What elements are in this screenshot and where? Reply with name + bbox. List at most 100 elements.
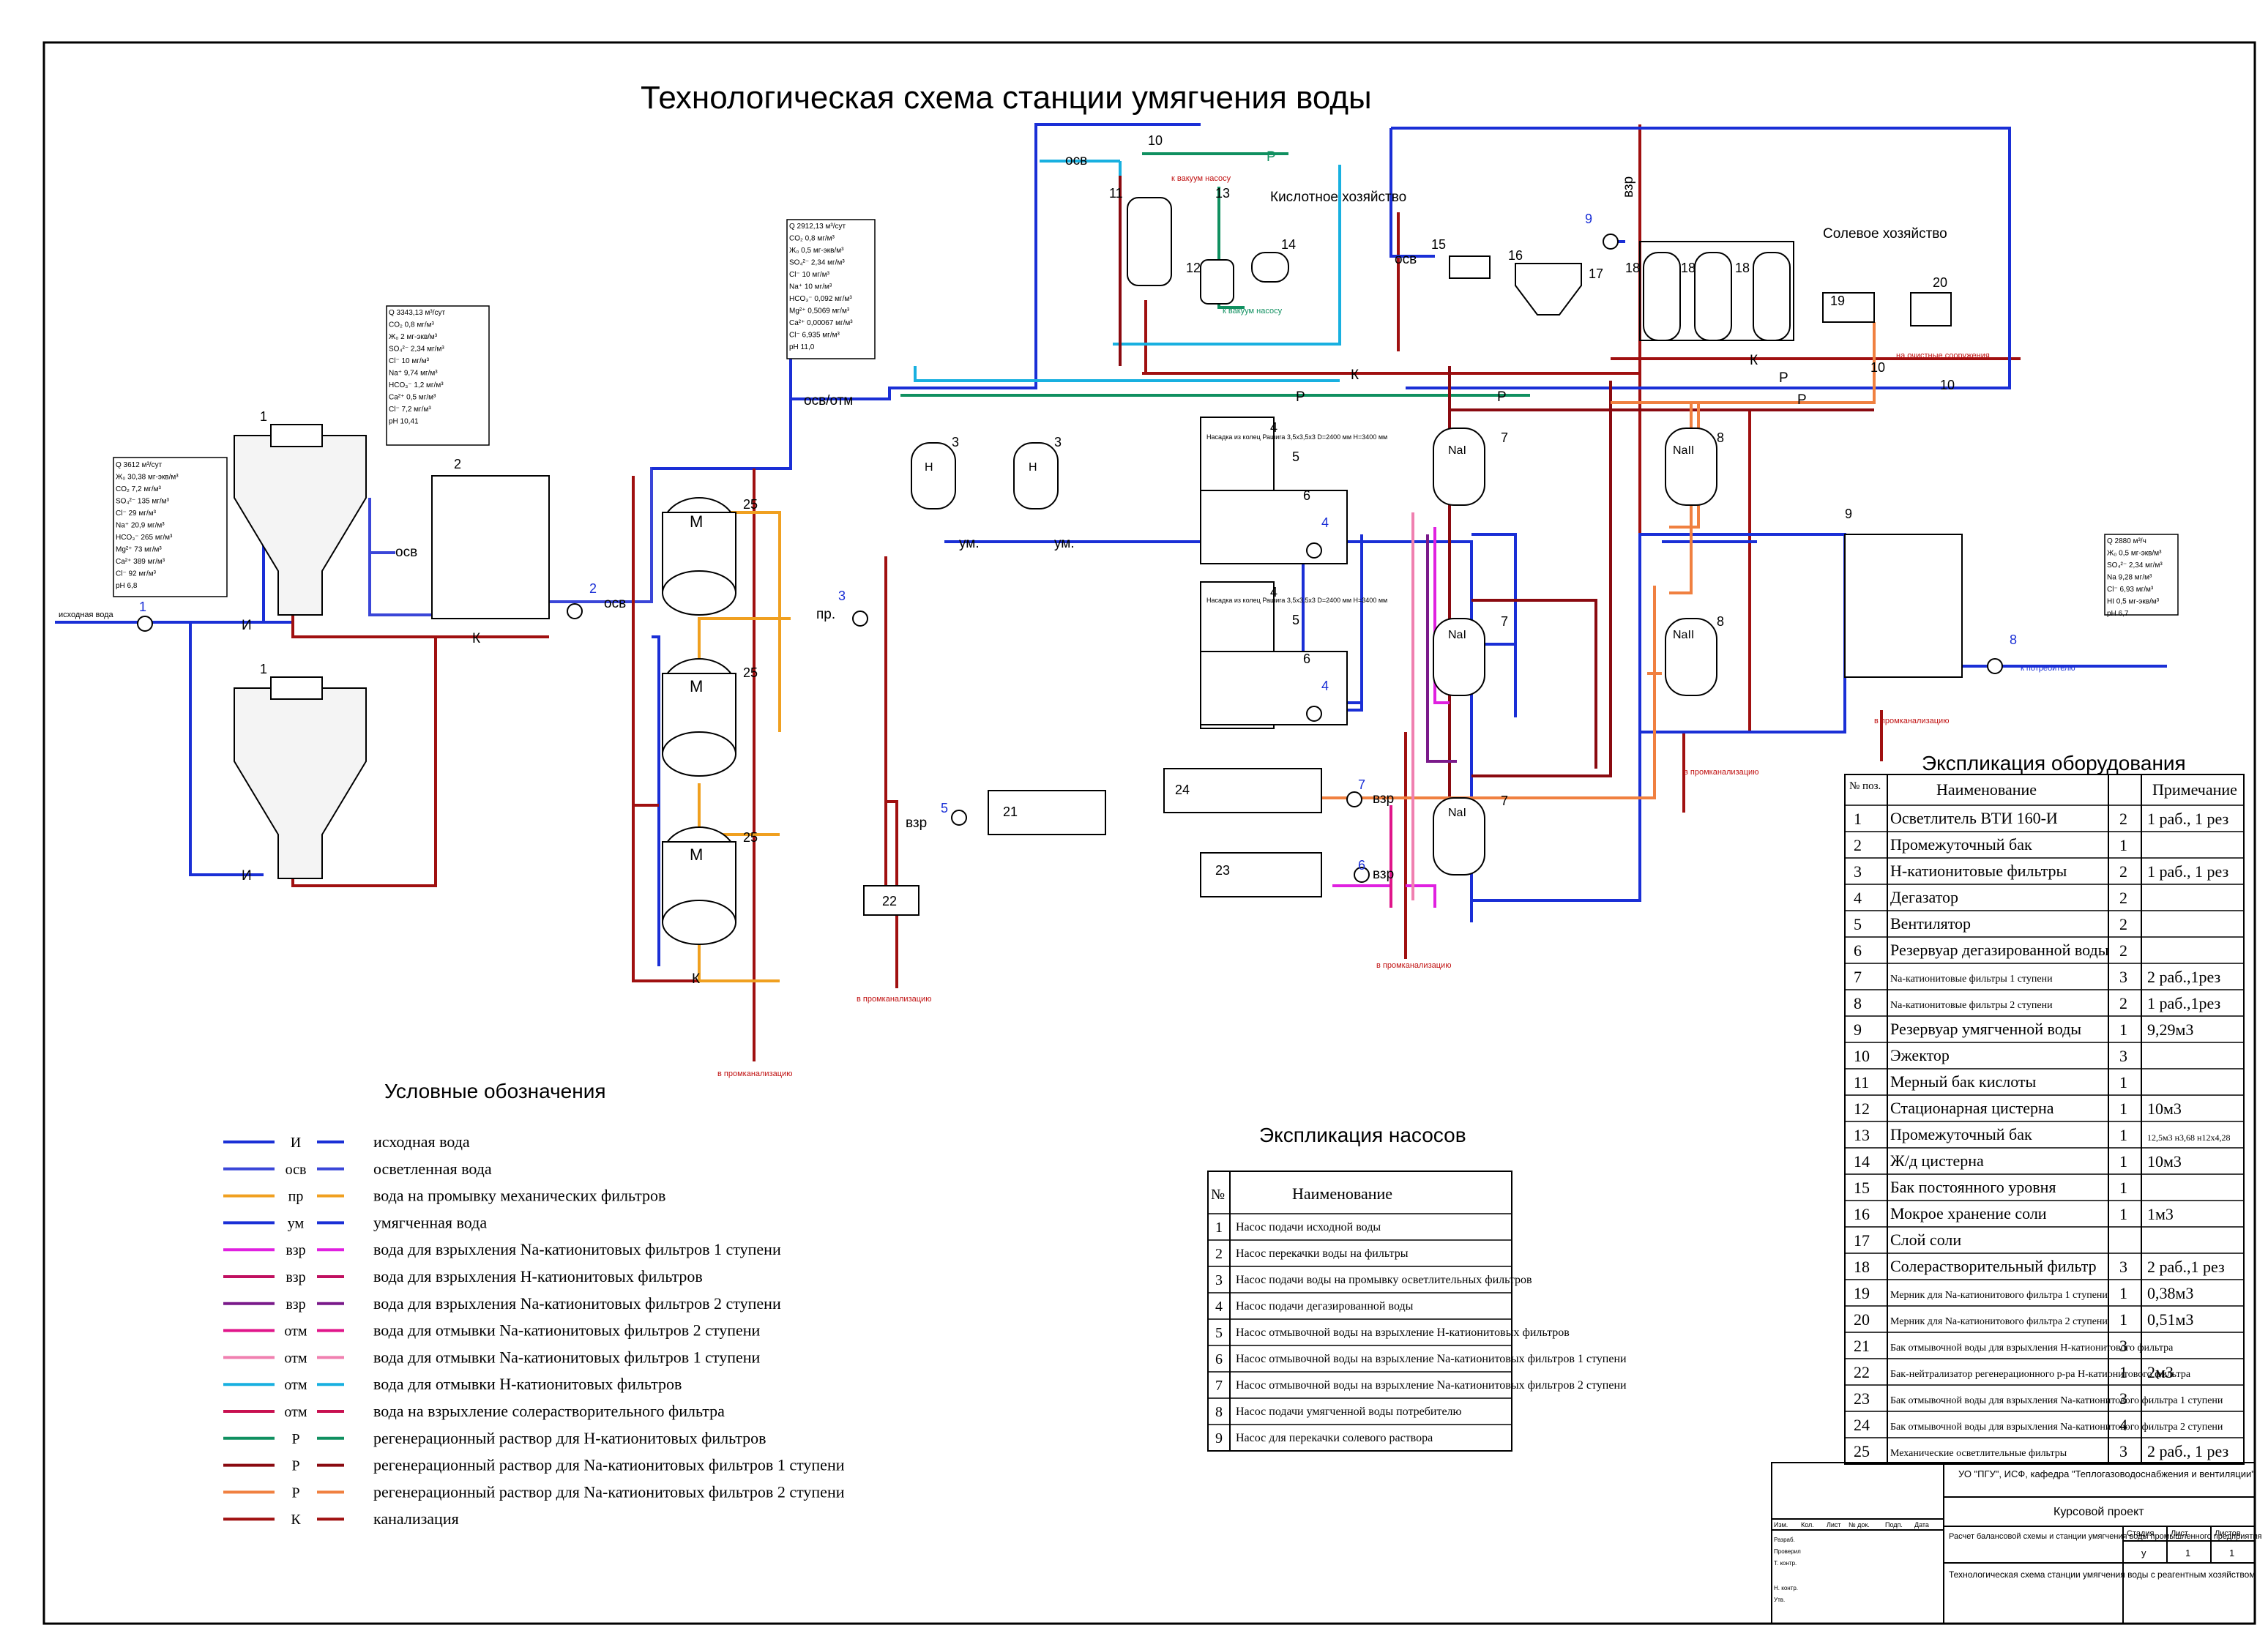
stamp-col-2: Кол. — [1801, 1521, 1814, 1528]
svg-text:20: 20 — [1933, 275, 1947, 290]
legend-label: вода на взрыхление солерастворительного … — [373, 1402, 725, 1420]
parameter-row: Q 3612 м³/сут — [116, 461, 163, 469]
legend-code-bg — [275, 1294, 317, 1313]
pumps-row-no: 7 — [1215, 1378, 1223, 1394]
position-numbers: 1 1 2 3 3 4 4 5 5 6 6 7 7 7 8 8 9 10 10 … — [260, 133, 1955, 908]
pumps-row-no: 8 — [1215, 1404, 1223, 1420]
eq-row-note: 0,38м3 — [2147, 1284, 2193, 1302]
eq-row-name: Солерастворительный фильтр — [1890, 1257, 2097, 1275]
svg-text:15: 15 — [1431, 237, 1446, 252]
eq-row-name: Бак-нейтрализатор регенерационного р-ра … — [1890, 1369, 2191, 1380]
parameter-row: pH 11,0 — [789, 343, 815, 351]
eq-row-name: Промежуточный бак — [1890, 1125, 2032, 1143]
eq-row-no: 9 — [1854, 1020, 1862, 1039]
svg-text:18: 18 — [1735, 261, 1750, 275]
eq-row-no: 1 — [1854, 810, 1862, 828]
eq-row-no: 16 — [1854, 1205, 1870, 1223]
eq-row-name: Слой соли — [1890, 1231, 1961, 1249]
eq-row-qty: 2 — [2119, 915, 2127, 933]
pumps-head-name: Наименование — [1292, 1184, 1392, 1203]
svg-text:4: 4 — [1270, 420, 1277, 435]
stamp-stage: у — [2141, 1548, 2146, 1558]
eq-row-no: 5 — [1854, 915, 1862, 933]
eq-row-no: 3 — [1854, 862, 1862, 881]
eq-row-qty: 1 — [2119, 1179, 2127, 1197]
pump-symbols — [137, 234, 2003, 883]
svg-text:6: 6 — [1303, 652, 1310, 666]
svg-text:2: 2 — [589, 581, 597, 596]
legend-code-bg — [275, 1187, 317, 1205]
svg-text:1: 1 — [139, 600, 146, 614]
stamp-sheet-title: Технологическая схема станции умягчения … — [1949, 1569, 2256, 1580]
eq-row-name: Ж/д цистерна — [1890, 1151, 1984, 1170]
eq-row-qty: 1 — [2119, 1100, 2127, 1118]
legend-code: Р — [291, 1458, 299, 1474]
legend-code-bg — [275, 1375, 317, 1394]
stamp-col-5: Подп. — [1885, 1521, 1903, 1528]
eq-row-qty: 3 — [2119, 1442, 2127, 1460]
eq-row-note: 9,29м3 — [2147, 1020, 2193, 1039]
to-treatment-label: на очистные сооружения — [1896, 351, 1990, 360]
svg-text:7: 7 — [1358, 777, 1365, 792]
drawing-title: Технологическая схема станции умягчения … — [641, 80, 1372, 116]
parameter-row: HCO₃⁻ 265 мг/м³ — [116, 534, 173, 542]
eq-row-no: 8 — [1854, 994, 1862, 1012]
svg-text:9: 9 — [1845, 507, 1852, 521]
pumps-row-no: 6 — [1215, 1351, 1223, 1367]
eq-row-qty: 2 — [2119, 810, 2127, 828]
eq-row-no: 15 — [1854, 1179, 1870, 1197]
sewer-label-3: в промканализацию — [1376, 961, 1451, 970]
r-label-4: Р — [1779, 370, 1788, 386]
parameter-row: pH 10,41 — [389, 418, 419, 426]
osv-label-4: осв — [1395, 252, 1417, 267]
pumps-row-no: 4 — [1215, 1299, 1223, 1315]
to-consumer-label: к потребителю — [2021, 664, 2075, 673]
parameter-row: Cl⁻ 29 мг/м³ — [116, 509, 157, 518]
eq-row-qty: 2 — [2119, 889, 2127, 907]
eq-row-qty: 1 — [2119, 1152, 2127, 1171]
osv-label-2: осв — [604, 596, 626, 611]
eq-row-no: 4 — [1854, 889, 1862, 907]
svg-text:10: 10 — [1940, 378, 1955, 392]
um-label-2: ум. — [1054, 536, 1075, 551]
legend-code-bg — [275, 1483, 317, 1501]
eq-row-name: Бак отмывочной воды для взрыхления Na-ка… — [1890, 1422, 2223, 1433]
legend-label: вода для взрыхления Na-катионитовых филь… — [373, 1294, 781, 1313]
legend-title: Условные обозначения — [384, 1080, 606, 1102]
eq-head-name: Наименование — [1936, 780, 2037, 799]
parameter-row: SO₄²⁻ 2,34 мг/м³ — [2107, 561, 2163, 570]
svg-text:25: 25 — [743, 497, 758, 512]
stamp-role-5: Утв. — [1774, 1597, 1785, 1603]
r-label-3: Р — [1497, 389, 1507, 405]
legend-code: отм — [284, 1377, 307, 1393]
svg-text:6: 6 — [1358, 858, 1365, 873]
stamp-col-4: № док. — [1849, 1521, 1870, 1528]
i-label-2: И — [242, 868, 252, 884]
k-label-4: К — [1750, 353, 1758, 368]
eq-row-no: 13 — [1854, 1126, 1870, 1144]
eq-row-qty: 3 — [2119, 1258, 2127, 1276]
svg-text:7: 7 — [1501, 614, 1508, 629]
legend-code-bg — [275, 1429, 317, 1447]
svg-text:2: 2 — [454, 457, 461, 471]
eq-row-qty: 3 — [2119, 1389, 2127, 1408]
pumps-row-name: Насос подачи воды на промывку осветлител… — [1236, 1274, 1532, 1286]
stamp-topic: Расчет балансовой схемы и станции умягче… — [1949, 1532, 2261, 1541]
degasser-text-2: Насадка из колец Рашига 3,5x3,5x3 D=2400… — [1206, 597, 1387, 604]
svg-text:23: 23 — [1215, 863, 1230, 878]
title-block — [1771, 1462, 2256, 1624]
parameter-row: Ca²⁺ 389 мг/м³ — [116, 558, 165, 566]
stamp-sheet-head: Лист — [2171, 1529, 2188, 1538]
parameter-row: Cl⁻ 7,2 мг/м³ — [389, 406, 431, 414]
eq-head-note: Примечание — [2152, 780, 2237, 799]
legend-code: отм — [284, 1324, 307, 1340]
eq-row-qty: 1 — [2119, 1020, 2127, 1039]
eq-row-no: 10 — [1854, 1047, 1870, 1065]
sewer-label-4: в промканализацию — [1684, 768, 1758, 777]
eq-row-no: 20 — [1854, 1310, 1870, 1329]
eq-row-note: 1 раб., 1 рез — [2147, 862, 2228, 881]
svg-text:25: 25 — [743, 665, 758, 680]
pumps-row-no: 2 — [1215, 1246, 1223, 1262]
stamp-col-3: Лист — [1827, 1521, 1841, 1528]
